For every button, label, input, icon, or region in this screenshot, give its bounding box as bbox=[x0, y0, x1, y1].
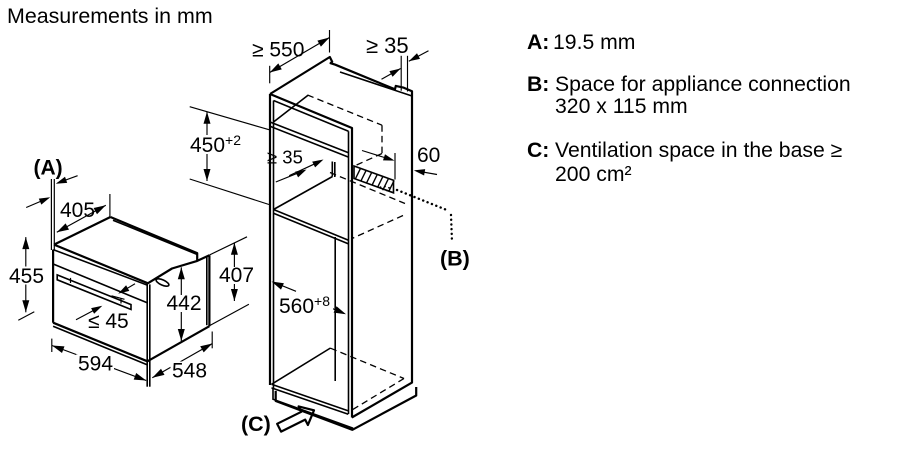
svg-text:320 x 115 mm: 320 x 115 mm bbox=[555, 95, 688, 118]
svg-text:442: 442 bbox=[167, 292, 202, 315]
svg-text:Measurements in mm: Measurements in mm bbox=[7, 4, 213, 28]
svg-text:≤ 45: ≤ 45 bbox=[88, 310, 129, 333]
svg-text:Ventilation space in the base: Ventilation space in the base ≥ bbox=[555, 139, 842, 162]
svg-text:Space for appliance connection: Space for appliance connection bbox=[555, 73, 851, 96]
svg-text:405: 405 bbox=[60, 199, 95, 222]
svg-text:(A): (A) bbox=[34, 157, 63, 180]
svg-text:548: 548 bbox=[172, 360, 207, 383]
svg-text:60: 60 bbox=[417, 144, 440, 167]
svg-text:B:: B: bbox=[527, 73, 549, 96]
svg-text:19.5 mm: 19.5 mm bbox=[553, 31, 635, 54]
svg-text:≥ 35: ≥ 35 bbox=[267, 147, 303, 168]
svg-text:(B): (B) bbox=[440, 247, 470, 271]
svg-text:C:: C: bbox=[527, 139, 549, 162]
svg-text:A:: A: bbox=[527, 31, 549, 54]
svg-text:200 cm²: 200 cm² bbox=[555, 163, 632, 186]
svg-text:450+2: 450+2 bbox=[190, 132, 241, 157]
svg-text:≥ 550: ≥ 550 bbox=[252, 39, 304, 62]
svg-text:407: 407 bbox=[219, 264, 254, 287]
svg-text:455: 455 bbox=[9, 265, 44, 288]
svg-text:594: 594 bbox=[78, 353, 113, 376]
svg-text:(C): (C) bbox=[241, 412, 271, 436]
svg-text:≥ 35: ≥ 35 bbox=[366, 33, 409, 58]
